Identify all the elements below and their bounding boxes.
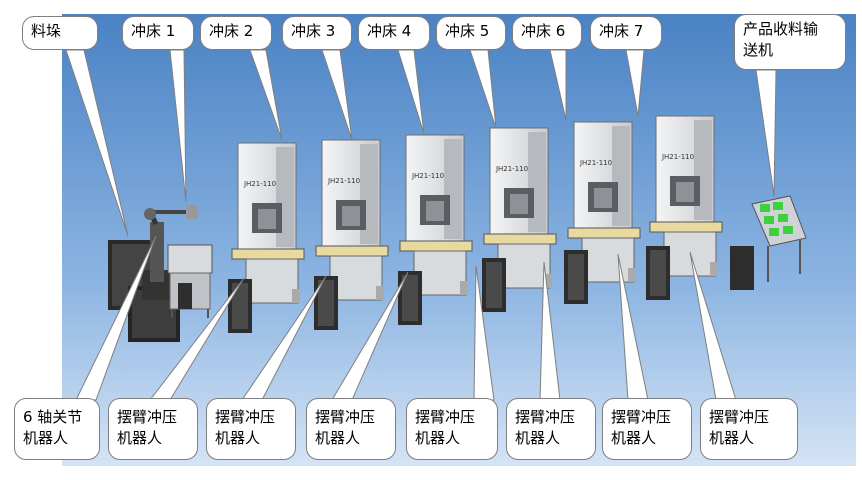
label-swing-line2: 机器人 — [117, 429, 163, 447]
press-model-label: JH21-110 — [495, 165, 528, 173]
callout-swing-robot-2: 摆臂冲压 机器人 — [206, 398, 296, 460]
callout-press-7: 冲床 7 — [590, 16, 662, 50]
label-swing-line2: 机器人 — [215, 429, 261, 447]
press-3-machine: JH21-110 — [314, 139, 389, 330]
label-press-2: 冲床 2 — [209, 22, 254, 40]
callout-swing-robot-3: 摆臂冲压 机器人 — [306, 398, 396, 460]
callout-swing-robot-1: 摆臂冲压 机器人 — [108, 398, 198, 460]
label-press-5: 冲床 5 — [445, 22, 490, 40]
press-6-machine: JH21-110 — [564, 121, 641, 304]
label-press-1: 冲床 1 — [131, 22, 176, 40]
callout-press-1: 冲床 1 — [122, 16, 194, 50]
press-1-machine — [167, 244, 213, 318]
callout-swing-robot-7: 摆臂冲压 机器人 — [700, 398, 798, 460]
label-swing-line2: 机器人 — [315, 429, 361, 447]
callout-press-2: 冲床 2 — [200, 16, 272, 50]
label-press-7: 冲床 7 — [599, 22, 644, 40]
label-swing-line1: 摆臂冲压 — [315, 408, 376, 426]
label-swing-line1: 摆臂冲压 — [515, 408, 576, 426]
label-swing-line1: 摆臂冲压 — [215, 408, 276, 426]
press-model-label: JH21-110 — [579, 159, 612, 167]
label-conveyor-line2: 送机 — [743, 41, 774, 59]
label-feed-bin: 料垛 — [31, 22, 62, 40]
press-4-machine: JH21-110 — [398, 134, 473, 325]
label-swing-line2: 机器人 — [611, 429, 657, 447]
press-7-machine: JH21-110 — [646, 115, 723, 300]
label-robot6-line2: 机器人 — [23, 429, 69, 447]
label-conveyor-line1: 产品收料输 — [743, 20, 819, 38]
top-leader-lines — [65, 49, 777, 237]
label-press-6: 冲床 6 — [521, 22, 566, 40]
callout-press-3: 冲床 3 — [282, 16, 352, 50]
label-swing-line1: 摆臂冲压 — [611, 408, 672, 426]
label-swing-line2: 机器人 — [515, 429, 561, 447]
product-conveyor — [730, 195, 807, 290]
callout-press-5: 冲床 5 — [436, 16, 506, 50]
press-2-machine: JH21-110 — [228, 142, 305, 333]
press-model-label: JH21-110 — [411, 172, 444, 180]
callout-feed-bin: 料垛 — [22, 16, 98, 50]
label-swing-line1: 摆臂冲压 — [415, 408, 476, 426]
press-model-label: JH21-110 — [243, 180, 276, 188]
callout-press-6: 冲床 6 — [512, 16, 582, 50]
press-model-label: JH21-110 — [327, 177, 360, 185]
callout-press-4: 冲床 4 — [358, 16, 430, 50]
callout-product-conveyor: 产品收料输 送机 — [734, 14, 846, 70]
label-swing-line1: 摆臂冲压 — [117, 408, 178, 426]
callout-swing-robot-6: 摆臂冲压 机器人 — [602, 398, 692, 460]
six-axis-robot — [144, 205, 198, 282]
label-swing-line1: 摆臂冲压 — [709, 408, 770, 426]
label-robot6-line1: 6 轴关节 — [23, 408, 83, 426]
label-press-4: 冲床 4 — [367, 22, 412, 40]
press-model-label: JH21-110 — [661, 153, 694, 161]
callout-swing-robot-5: 摆臂冲压 机器人 — [506, 398, 596, 460]
label-swing-line2: 机器人 — [709, 429, 755, 447]
label-swing-line2: 机器人 — [415, 429, 461, 447]
press-5-machine: JH21-110 — [482, 127, 557, 312]
callout-swing-robot-4: 摆臂冲压 机器人 — [406, 398, 498, 460]
callout-six-axis-robot: 6 轴关节 机器人 — [14, 398, 100, 460]
label-press-3: 冲床 3 — [291, 22, 336, 40]
